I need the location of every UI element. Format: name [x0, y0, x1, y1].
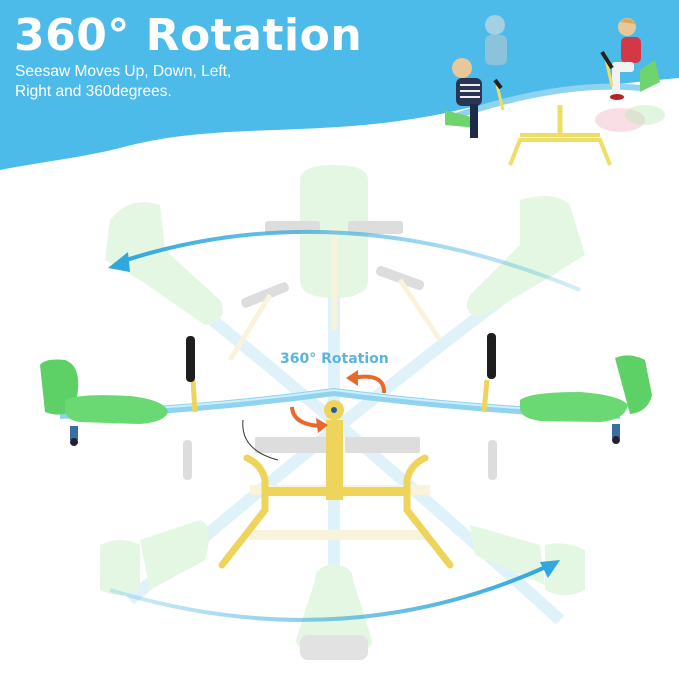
right-seat [520, 355, 652, 444]
center-rotation-label: 360° Rotation [280, 351, 389, 367]
headline-subtitle: Seesaw Moves Up, Down, Left, Right and 3… [15, 63, 232, 100]
inset-seesaw [445, 15, 665, 166]
headline-title: 360° Rotation [14, 10, 363, 61]
rotation-arrow-top [119, 229, 581, 292]
left-seat [40, 359, 168, 446]
right-handle [487, 333, 496, 379]
rotation-arrow-bottom [109, 564, 549, 622]
base-frame [218, 400, 454, 569]
left-handle [186, 336, 195, 382]
